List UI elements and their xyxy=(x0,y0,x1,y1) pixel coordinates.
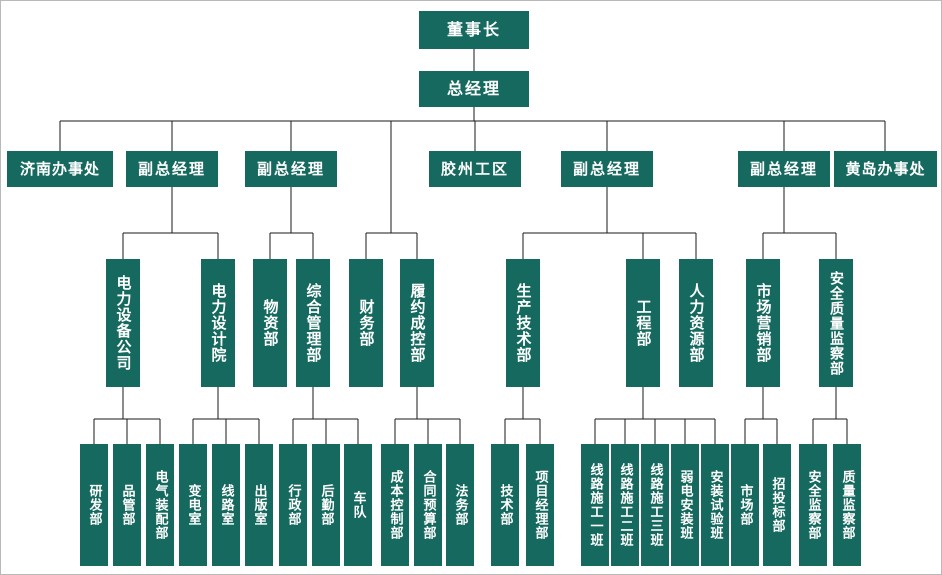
node-cost-control-dept: 成本控制部 xyxy=(381,444,409,566)
node-chairman: 董事长 xyxy=(419,11,529,49)
node-project-manager-dept: 项目经理部 xyxy=(526,444,554,566)
node-deputy-gm-4: 副总经理 xyxy=(738,151,830,187)
node-market-dept: 市场部 xyxy=(731,444,759,566)
node-hr-dept: 人力资源部 xyxy=(679,259,713,387)
node-contract-budget-dept: 合同预算部 xyxy=(414,444,442,566)
node-finance-dept: 财务部 xyxy=(349,259,383,387)
node-line-team-3: 线路施工三班 xyxy=(641,444,669,566)
node-line-team-1: 线路施工一班 xyxy=(581,444,609,566)
node-installation-test-team: 安装试验班 xyxy=(701,444,729,566)
node-deputy-gm-3: 副总经理 xyxy=(561,151,653,187)
node-safety-inspection-dept: 安全监察部 xyxy=(799,444,827,566)
node-huangdao-office: 黄岛办事处 xyxy=(834,151,937,187)
node-bidding-dept: 招投标部 xyxy=(763,444,791,566)
node-legal-dept: 法务部 xyxy=(446,444,474,566)
node-technology-dept: 技术部 xyxy=(491,444,519,566)
node-general-manager: 总经理 xyxy=(419,71,529,107)
node-general-mgmt-dept: 综合管理部 xyxy=(296,259,330,387)
node-line-team-2: 线路施工二班 xyxy=(611,444,639,566)
node-power-design-inst: 电力设计院 xyxy=(201,259,235,387)
node-quality-control-dept: 品管部 xyxy=(113,444,141,566)
node-contract-cost-dept: 履约成控部 xyxy=(400,259,434,387)
node-engineering-dept: 工程部 xyxy=(626,259,660,387)
node-safety-quality-dept: 安全质量监察部 xyxy=(819,259,853,387)
node-power-equipment-co: 电力设备公司 xyxy=(106,259,140,387)
node-quality-inspection-dept: 质量监察部 xyxy=(833,444,861,566)
node-production-tech-dept: 生产技术部 xyxy=(506,259,540,387)
node-substation-office: 变电室 xyxy=(179,444,207,566)
node-publishing-office: 出版室 xyxy=(245,444,273,566)
node-deputy-gm-1: 副总经理 xyxy=(126,151,218,187)
node-marketing-dept: 市场营销部 xyxy=(746,259,780,387)
node-motorcade: 车队 xyxy=(344,444,372,566)
node-electrical-assembly-dept: 电气装配部 xyxy=(146,444,174,566)
node-jinan-office: 济南办事处 xyxy=(7,151,113,187)
node-materials-dept: 物资部 xyxy=(253,259,287,387)
node-deputy-gm-2: 副总经理 xyxy=(245,151,337,187)
node-rnd-dept: 研发部 xyxy=(80,444,108,566)
node-jiaozhou-area: 胶州工区 xyxy=(429,151,521,187)
node-admin-dept: 行政部 xyxy=(279,444,307,566)
node-logistics-dept: 后勤部 xyxy=(312,444,340,566)
node-weak-current-team: 弱电安装班 xyxy=(671,444,699,566)
node-line-office: 线路室 xyxy=(212,444,240,566)
